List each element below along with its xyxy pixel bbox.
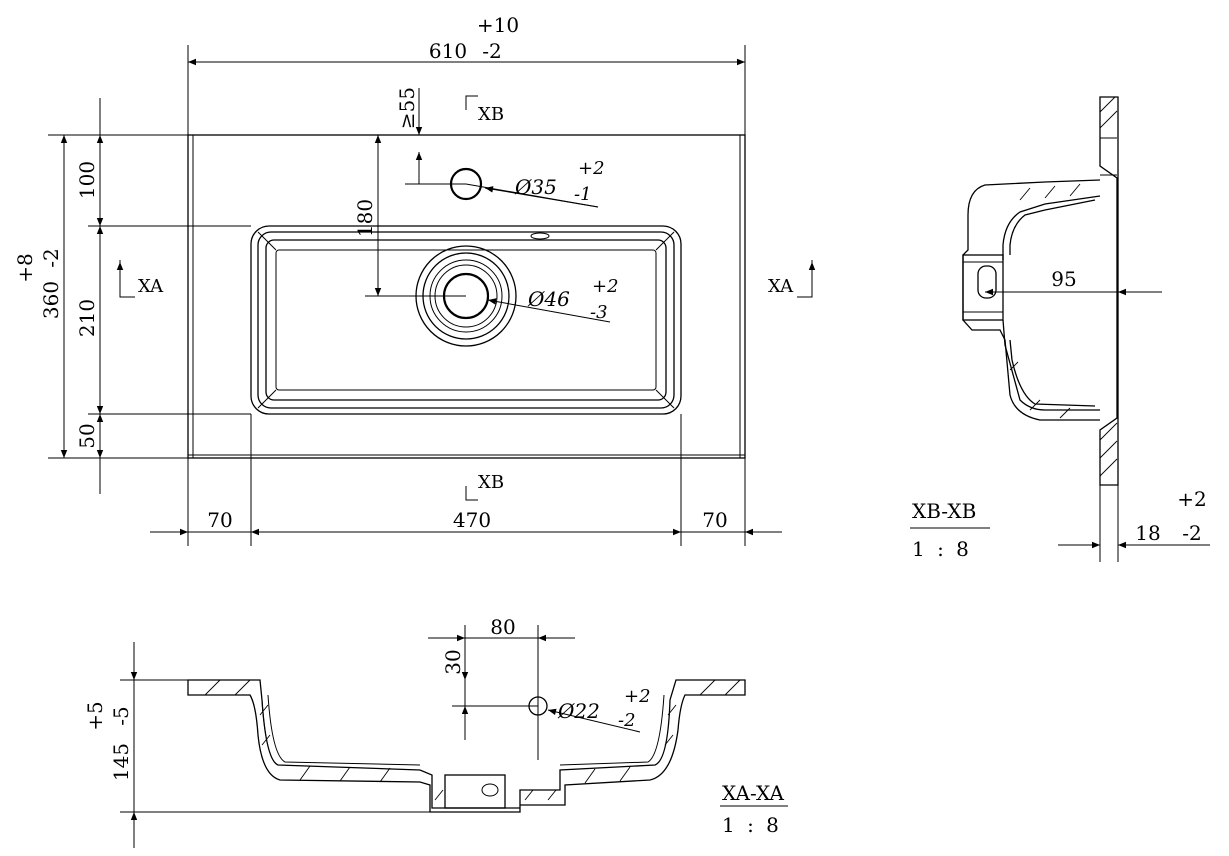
drain-hole-tol-minus: -3 (590, 302, 608, 323)
xb-thickness-tol-minus: -2 (1182, 521, 1201, 545)
top-view: 180 ≥55 610 +10 -2 XB XB XA XA 360 (13, 13, 816, 546)
dim-30: 30 (441, 649, 465, 674)
dim-width-tol-minus: -2 (482, 39, 501, 63)
dim-depth-tol-minus: -2 (39, 248, 63, 267)
overflow-hole-tol-plus: +2 (624, 686, 651, 707)
section-xb-view: 95 18 -2 +2 XB-XB 1 : 8 (910, 96, 1210, 562)
basin-outline (250, 225, 682, 415)
dim-left-70: 70 (207, 508, 232, 532)
countertop-outline (187, 134, 746, 459)
section-xa-scale: 1 : 8 (722, 813, 779, 837)
section-xb-top: XB (478, 104, 504, 125)
xb-thickness: 18 (1135, 521, 1160, 545)
dim-50: 50 (75, 423, 99, 448)
tap-hole-dia: Ø35 (514, 175, 557, 199)
section-xb-title: XB-XB (912, 499, 976, 523)
section-xa-right: XA (768, 276, 794, 297)
overflow-hole-tol-minus: -2 (618, 710, 636, 731)
xa-height: 145 (109, 743, 133, 781)
dim-210: 210 (75, 299, 99, 337)
drain-hole-tol-plus: +2 (592, 276, 619, 297)
xb-thickness-tol-plus: +2 (1177, 487, 1206, 511)
dim-width-tol-plus: +10 (477, 13, 519, 37)
section-xb-scale: 1 : 8 (912, 537, 969, 561)
tap-hole-tol-plus: +2 (578, 158, 605, 179)
dim-80: 80 (490, 615, 515, 639)
dim-basin-470: 470 (453, 508, 491, 532)
xa-height-tol-minus: -5 (109, 706, 133, 725)
dim-right-70: 70 (702, 508, 727, 532)
dim-width: 610 (429, 39, 467, 63)
xa-height-tol-plus: +5 (83, 701, 107, 730)
dim-tap-edge: ≥55 (395, 87, 419, 129)
section-xa-left: XA (138, 276, 164, 297)
dim-depth: 360 (39, 281, 63, 319)
section-xa-title: XA-XA (722, 781, 785, 805)
dim-100: 100 (75, 161, 99, 199)
drain-hole-dia: Ø46 (527, 287, 570, 311)
dim-95: 95 (1051, 267, 1076, 291)
tap-hole-tol-minus: -1 (574, 184, 592, 205)
overflow-hole-dia: Ø22 (557, 699, 600, 723)
dim-180: 180 (353, 199, 377, 237)
dim-depth-tol-plus: +8 (13, 253, 37, 282)
section-xa-view: 80 30 Ø22 +2 -2 145 -5 +5 XA-XA 1 : 8 (83, 615, 788, 848)
section-xb-bottom: XB (478, 472, 504, 493)
